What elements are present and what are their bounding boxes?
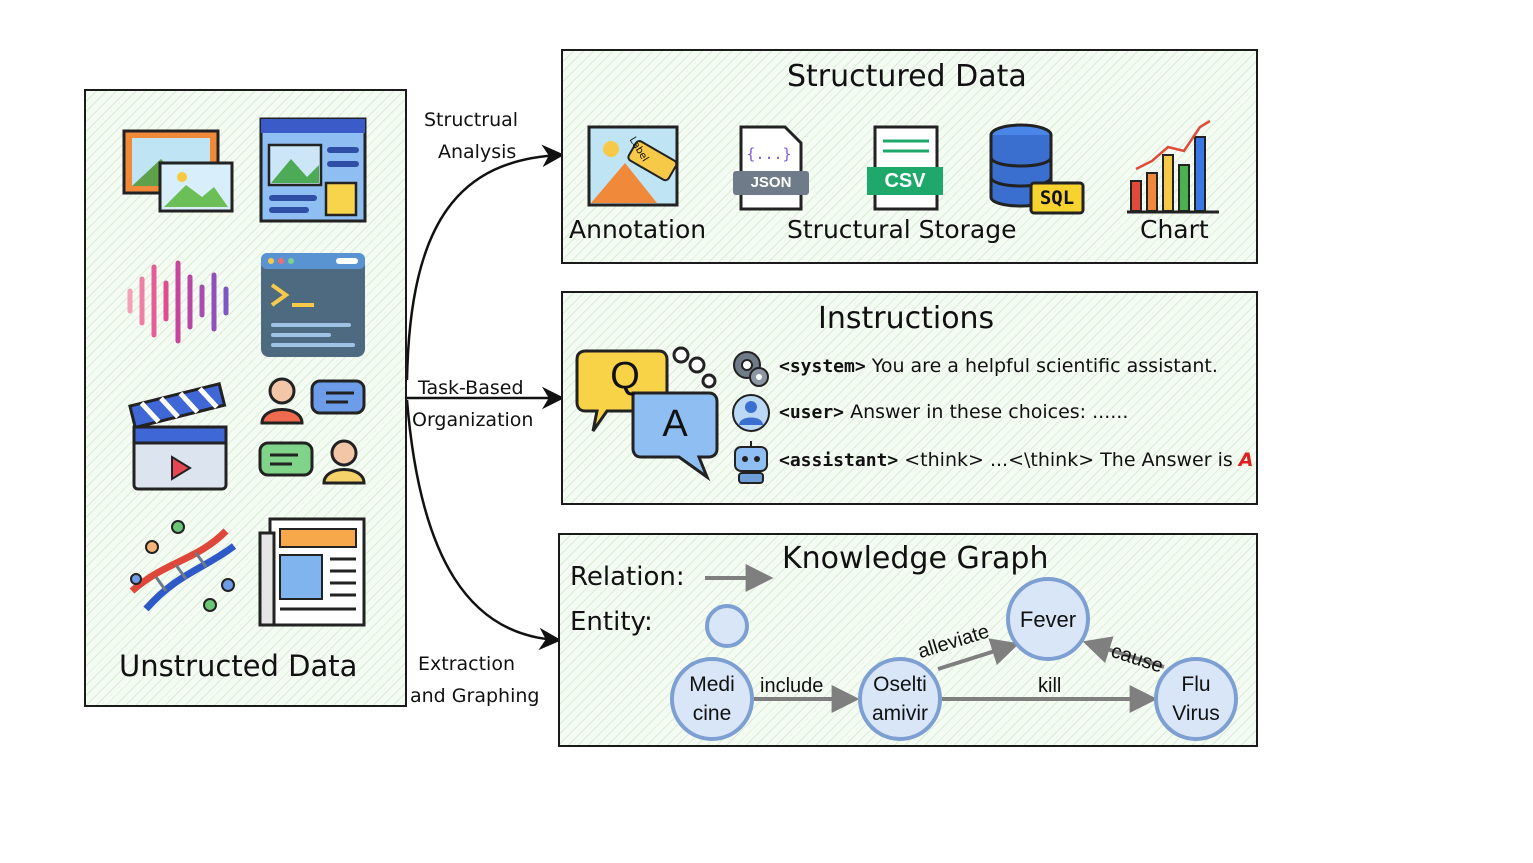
photos-icon (122, 129, 234, 213)
newspaper-icon (258, 517, 366, 627)
instructions-title: Instructions (818, 301, 995, 336)
terminal-icon (261, 253, 365, 357)
node-medicine-line1: Medi (689, 673, 735, 696)
gear-icon (733, 351, 769, 387)
annotation-caption: Annotation (569, 215, 707, 244)
instruction-assistant-row: <assistant> <think> ...<\think> The Answ… (779, 449, 1254, 471)
assistant-answer: A (1238, 449, 1254, 471)
structured-icons: {...} (587, 119, 1219, 215)
unstructured-data-panel: Unstructed Data (84, 89, 407, 707)
knowledge-graph-panel: Knowledge Graph Relation: Entity: Medi ci… (558, 533, 1258, 747)
node-medicine: Medi cine (670, 657, 754, 741)
entity-legend-label: Entity: (570, 607, 653, 637)
json-file-icon: {...} (733, 125, 809, 211)
edge-alleviate (937, 638, 1020, 671)
arrow-label-structural-2: Analysis (438, 141, 517, 163)
structural-storage-caption: Structural Storage (787, 215, 1017, 244)
instruction-user-row: <user> Answer in these choices: ...... (779, 401, 1128, 423)
node-fever-line1: Fever (1019, 606, 1077, 632)
instructions-icons (575, 346, 770, 484)
node-flu-line1: Flu (1181, 673, 1211, 696)
chart-caption: Chart (1140, 215, 1209, 244)
audio-wave-icon (127, 260, 229, 344)
arrow-structural-analysis (405, 144, 565, 381)
qa-q-letter: Q (610, 355, 640, 397)
instructions-panel: Instructions Q A (561, 291, 1258, 505)
sql-label: SQL (1039, 187, 1075, 209)
webpage-icon (259, 117, 367, 223)
node-medicine-line2: cine (692, 702, 732, 725)
kg-edges (705, 564, 1165, 713)
edge-label-kill: kill (1038, 675, 1062, 697)
dna-icon (129, 520, 237, 612)
json-label: JSON (750, 174, 792, 191)
system-text: You are a helpful scientific assistant. (865, 355, 1218, 377)
qa-a-letter: A (662, 403, 688, 445)
user-text: Answer in these choices: ...... (844, 401, 1129, 423)
assistant-tag: <assistant> (779, 450, 899, 471)
assistant-text: <think> ...<\think> The Answer is (898, 449, 1239, 471)
csv-label: CSV (884, 170, 926, 192)
node-oseltamivir: Oselti amivir (858, 657, 942, 741)
arrow-extraction (405, 399, 562, 651)
structured-data-title: Structured Data (787, 59, 1027, 94)
edge-cause (1082, 636, 1165, 669)
arrow-label-task-2: Organization (412, 409, 534, 431)
edge-label-include: include (760, 675, 824, 697)
node-fever: Fever (1006, 577, 1090, 661)
sql-database-icon (989, 123, 1085, 215)
node-flu-line2: Virus (1172, 702, 1220, 725)
arrow-label-extraction-2: and Graphing (410, 685, 540, 707)
knowledge-graph-title: Knowledge Graph (782, 541, 1049, 576)
node-oseltamivir-line2: amivir (872, 702, 928, 725)
annotation-image-icon (587, 125, 679, 207)
robot-assistant-icon (734, 441, 768, 484)
system-tag: <system> (779, 356, 866, 377)
chat-people-icon (258, 377, 366, 485)
node-oseltamivir-line1: Oselti (873, 673, 927, 696)
arrow-label-task-1: Task-Based (418, 377, 524, 399)
unstructured-icons (122, 117, 367, 627)
qa-bubbles-icon (575, 346, 719, 482)
structured-data-panel: Structured Data {...} (561, 49, 1258, 264)
arrow-label-structural-1: Structrual (424, 109, 519, 131)
instruction-system-row: <system> You are a helpful scientific as… (779, 355, 1218, 377)
bar-chart-icon (1127, 119, 1219, 214)
entity-legend-node (705, 604, 749, 648)
unstructured-title: Unstructed Data (119, 649, 358, 683)
relation-legend-label: Relation: (570, 562, 685, 592)
clapperboard-icon (128, 381, 228, 491)
svg-text:{...}: {...} (746, 145, 791, 163)
user-tag: <user> (779, 402, 845, 423)
csv-file-icon (867, 125, 943, 211)
user-avatar-icon (732, 394, 770, 432)
arrow-label-extraction-1: Extraction (418, 653, 515, 675)
